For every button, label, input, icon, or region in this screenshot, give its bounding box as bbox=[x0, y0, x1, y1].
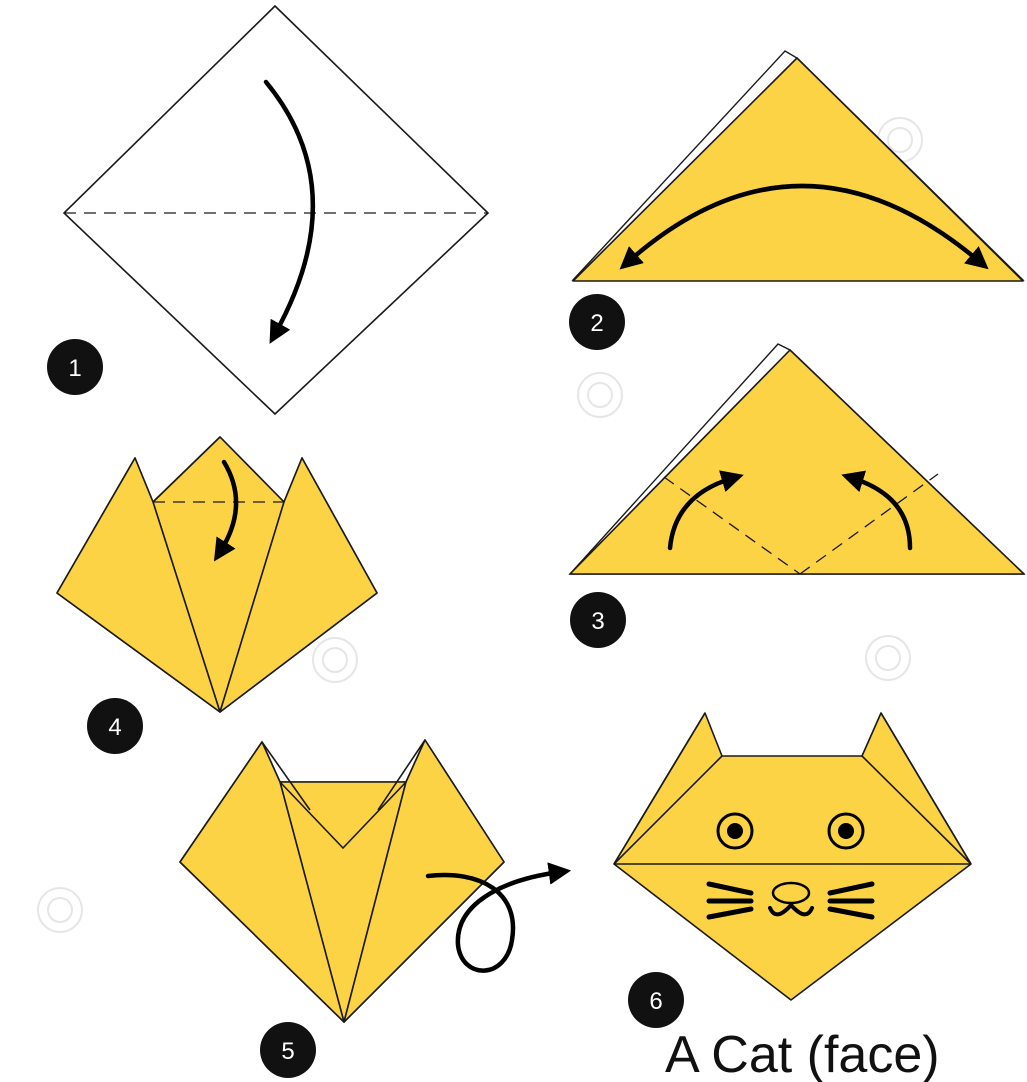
cat-nose bbox=[773, 883, 809, 903]
step-6-diagram bbox=[614, 713, 971, 1000]
svg-text:4: 4 bbox=[108, 714, 121, 741]
step-2-badge: 2 bbox=[569, 294, 625, 350]
svg-text:1: 1 bbox=[68, 355, 81, 382]
step-3-diagram bbox=[570, 344, 1024, 574]
svg-text:2: 2 bbox=[590, 310, 603, 337]
step-5-badge: 5 bbox=[260, 1022, 316, 1078]
step-3-badge: 3 bbox=[570, 592, 626, 648]
step-4-badge: 4 bbox=[87, 698, 143, 754]
step-5-diagram bbox=[180, 740, 504, 1022]
svg-text:3: 3 bbox=[591, 608, 604, 635]
step-1-diagram bbox=[64, 6, 488, 414]
step-2-diagram bbox=[573, 51, 1023, 281]
svg-text:6: 6 bbox=[649, 988, 662, 1015]
svg-text:5: 5 bbox=[281, 1038, 294, 1065]
cat-eye-right bbox=[829, 814, 863, 848]
step-1-badge: 1 bbox=[47, 339, 103, 395]
cat-eye-left bbox=[718, 814, 752, 848]
diagram-title: A Cat (face) bbox=[665, 1026, 940, 1082]
step-6-badge: 6 bbox=[628, 972, 684, 1028]
